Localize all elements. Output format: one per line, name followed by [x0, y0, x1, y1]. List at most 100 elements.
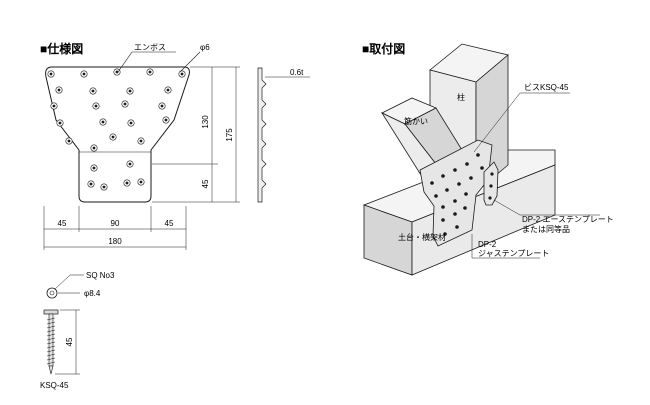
hole-dia-label: φ6 [200, 43, 210, 52]
screw-thread [46, 357, 56, 361]
plate-hole [100, 183, 108, 191]
dim-45v-text: 45 [201, 179, 210, 188]
plate-hole [55, 86, 63, 94]
jas-plate-hole [464, 192, 468, 196]
screw-head-leader [54, 274, 71, 290]
plate-hole [113, 68, 121, 76]
dim-45-left-text: 45 [58, 219, 67, 228]
screw-thread [46, 345, 56, 349]
screw-thread [46, 341, 56, 345]
emboss-leader [117, 51, 133, 73]
plate-side-view [257, 67, 267, 203]
plate-hole [121, 100, 129, 108]
plate-hole [137, 178, 145, 186]
jas-plate-hole [476, 153, 480, 157]
jas-plate-hole [441, 218, 445, 222]
plate-hole [164, 86, 172, 94]
jas-plate-hole [434, 194, 438, 198]
dim-45-right-text: 45 [165, 219, 174, 228]
ace-callout-label-line2: または同等品 [522, 224, 570, 234]
screw-thread [46, 317, 56, 321]
plate-outline [45, 66, 190, 203]
plate-hole [90, 164, 98, 172]
screw-threads [46, 317, 56, 365]
jas-plate-hole [463, 206, 467, 210]
screw-thread [46, 321, 56, 325]
screw-tip [48, 365, 54, 375]
jas-plate-hole [465, 162, 469, 166]
plate-hole [137, 137, 145, 145]
jas-plate-hole [455, 225, 459, 229]
screw-callout-label: ビスKSQ-45 [524, 83, 569, 92]
dim-180-text: 180 [108, 237, 122, 246]
hole-dia-leader [179, 51, 201, 73]
jas-plate-hole [430, 181, 434, 185]
plate-hole [158, 102, 166, 110]
thickness-label: 0.6t [290, 68, 304, 77]
plate-hole [146, 68, 154, 76]
screw-head-inner [49, 290, 55, 296]
jas-plate-hole [453, 168, 457, 172]
plate-hole [126, 160, 134, 168]
plate-hole [99, 118, 107, 126]
jas-plate-hole [453, 199, 457, 203]
jas-plate-hole [445, 188, 449, 192]
plate-hole [87, 180, 95, 188]
plate-hole [80, 70, 88, 78]
post-label: 柱 [457, 92, 465, 102]
screw-shank [48, 313, 54, 367]
screw-thread [46, 353, 56, 357]
plate-hole [162, 116, 170, 124]
jas-plate-hole [480, 166, 484, 170]
ace-bracket-hole-1 [490, 172, 494, 176]
plate-hole [50, 102, 58, 110]
screw-callout-leader [473, 92, 521, 153]
screw-head-label: SQ No3 [86, 271, 115, 280]
plate-holes [47, 68, 186, 191]
install-heading: ■取付図 [362, 41, 405, 56]
emboss-label: エンボス [134, 43, 166, 52]
plate-hole [178, 70, 186, 78]
screw-thread [46, 333, 56, 337]
jas-template-plate [419, 139, 493, 247]
jas-plate-hole [441, 205, 445, 209]
screw-thread [46, 329, 56, 333]
ace-callout-label-line1: DP-2 エーステンプレート [522, 215, 614, 224]
plate-hole [92, 102, 100, 110]
jas-plate-hole [453, 212, 457, 216]
plate-hole [56, 119, 64, 127]
jas-plate-hole [443, 232, 447, 236]
plate-hole [126, 87, 134, 95]
screw-length-label: 45 [65, 337, 74, 346]
dim-130-text: 130 [201, 115, 210, 129]
dim-90-text: 90 [111, 219, 120, 228]
jas-callout-label-line1: DP-2 [478, 240, 497, 249]
ace-bracket-hole-3 [488, 196, 492, 200]
brace-label: 筋かい [404, 116, 428, 126]
screw-thread [46, 349, 56, 353]
plate-hole [65, 137, 73, 145]
screw-head-side [43, 309, 59, 315]
plate-hole [47, 70, 55, 78]
screw-name-label: KSQ-45 [40, 381, 69, 390]
ace-bracket-hole-2 [489, 184, 493, 188]
screw-dia-label: φ8.4 [84, 289, 101, 298]
sill-callout-label: 土台・横架材 [398, 232, 446, 242]
screw-body [43, 309, 59, 375]
jas-plate-hole [457, 182, 461, 186]
jas-plate-holes [430, 153, 484, 236]
plate-hole [89, 87, 97, 95]
plate-hole [90, 144, 98, 152]
dim-175-text: 175 [225, 128, 234, 142]
ace-callout-leader [493, 199, 521, 216]
jas-plate-hole [469, 176, 473, 180]
spec-heading: ■仕様図 [40, 41, 83, 56]
plate-hole [109, 133, 117, 141]
screw-thread [46, 361, 56, 365]
screw-thread [46, 325, 56, 329]
plate-hole [123, 179, 131, 187]
screw-thread [46, 337, 56, 341]
jas-plate-hole [441, 174, 445, 178]
